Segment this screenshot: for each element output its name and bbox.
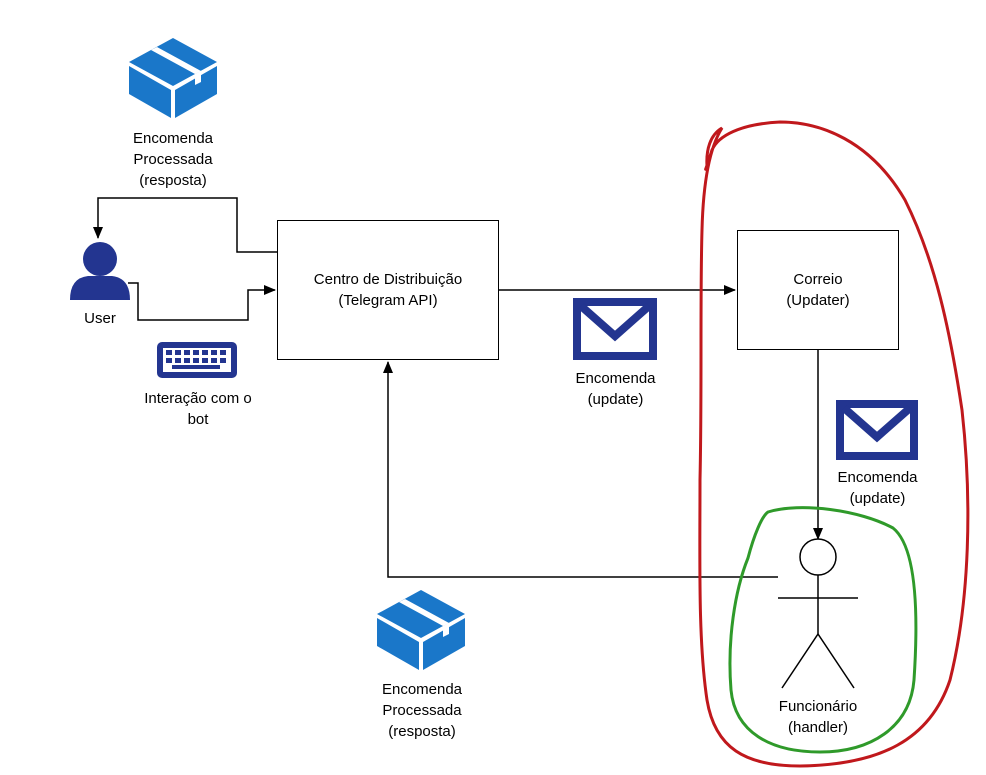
- package-bottom-label: Encomenda Processada (resposta): [352, 679, 492, 742]
- envelope-right-label: Encomenda (update): [810, 467, 945, 509]
- distribution-subtitle: (Telegram API): [338, 292, 438, 309]
- label-line: (update): [587, 391, 644, 408]
- label-line: Processada: [382, 702, 462, 719]
- label-line: (resposta): [139, 172, 207, 189]
- label-line: (update): [849, 490, 906, 507]
- label-line: Interação com o: [144, 390, 252, 407]
- mail-title: Correio: [793, 271, 843, 288]
- distribution-center-box: Centro de Distribuição (Telegram API): [277, 220, 499, 360]
- label-line: Processada: [133, 151, 213, 168]
- label-line: Encomenda: [575, 370, 656, 387]
- envelope-icon: [836, 400, 918, 460]
- keyboard-icon: [157, 342, 237, 378]
- package-icon: [377, 590, 465, 670]
- stick-figure-icon: [778, 538, 858, 689]
- actor-label: Funcionário (handler): [748, 696, 888, 738]
- package-icon: [129, 38, 217, 118]
- user-icon: [70, 242, 130, 300]
- package-top-label: Encomenda Processada (resposta): [103, 128, 243, 191]
- envelope-icon: [573, 298, 657, 360]
- distribution-title: Centro de Distribuição: [313, 271, 463, 288]
- label-line: (handler): [787, 719, 849, 736]
- user-label: User: [84, 310, 116, 327]
- label-line: Funcionário: [778, 698, 858, 715]
- keyboard-label: Interação com o bot: [118, 388, 278, 430]
- mail-subtitle: (Updater): [786, 292, 850, 309]
- arrow-handler-to-distribution: [383, 361, 778, 578]
- envelope-mid-label: Encomenda (update): [548, 368, 683, 410]
- updater-scope-outline: [698, 120, 970, 768]
- mail-box: Correio (Updater): [737, 230, 899, 350]
- label-line: Encomenda: [837, 469, 918, 486]
- label-line: Encomenda: [132, 130, 214, 147]
- label-line: bot: [187, 411, 209, 428]
- arrow-user-to-distribution: [128, 282, 276, 321]
- label-line: Encomenda: [381, 681, 463, 698]
- handler-scope-outline: [728, 506, 918, 754]
- label-line: (resposta): [388, 723, 456, 740]
- arrow-distribution-to-user: [93, 197, 277, 253]
